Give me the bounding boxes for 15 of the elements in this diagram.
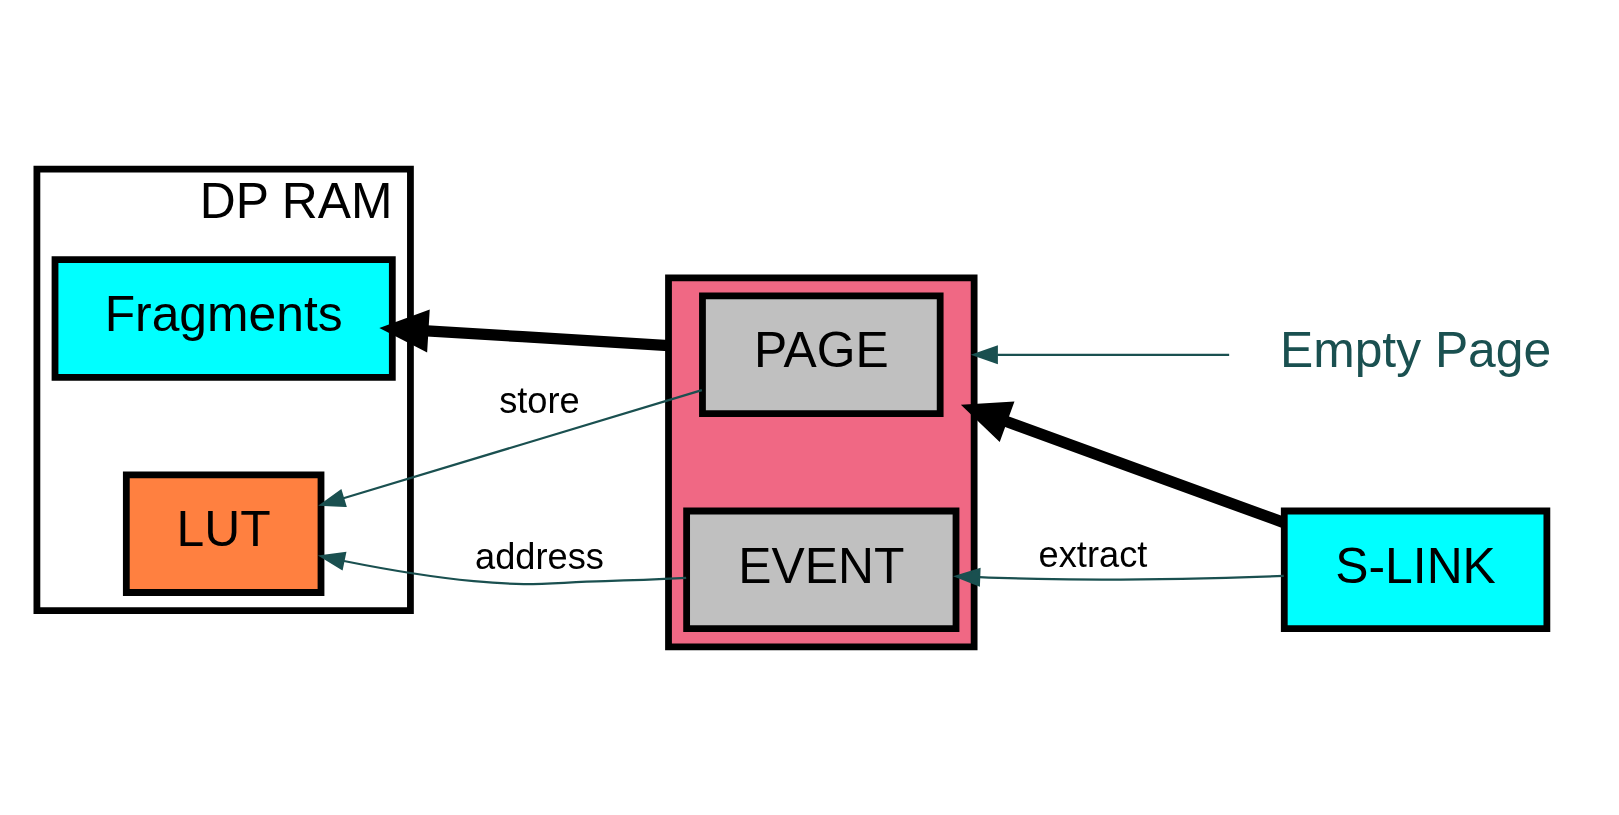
edge-label: store: [498, 379, 580, 421]
node-box: EVENT: [682, 507, 959, 632]
node-text: Empty Page: [1279, 321, 1551, 378]
node-box: LUT: [122, 470, 324, 596]
cluster: [664, 273, 978, 650]
arrow: [952, 567, 1284, 587]
arrow: [317, 388, 702, 507]
edge-label: address: [474, 535, 604, 577]
edge-label: extract: [1038, 533, 1147, 575]
arrow: [317, 551, 686, 585]
arrow: [378, 308, 669, 352]
node-box: PAGE: [698, 292, 944, 417]
arrow: [970, 344, 1229, 364]
node-box: S-LINK: [1280, 507, 1550, 632]
node-box: Fragments: [51, 255, 396, 381]
